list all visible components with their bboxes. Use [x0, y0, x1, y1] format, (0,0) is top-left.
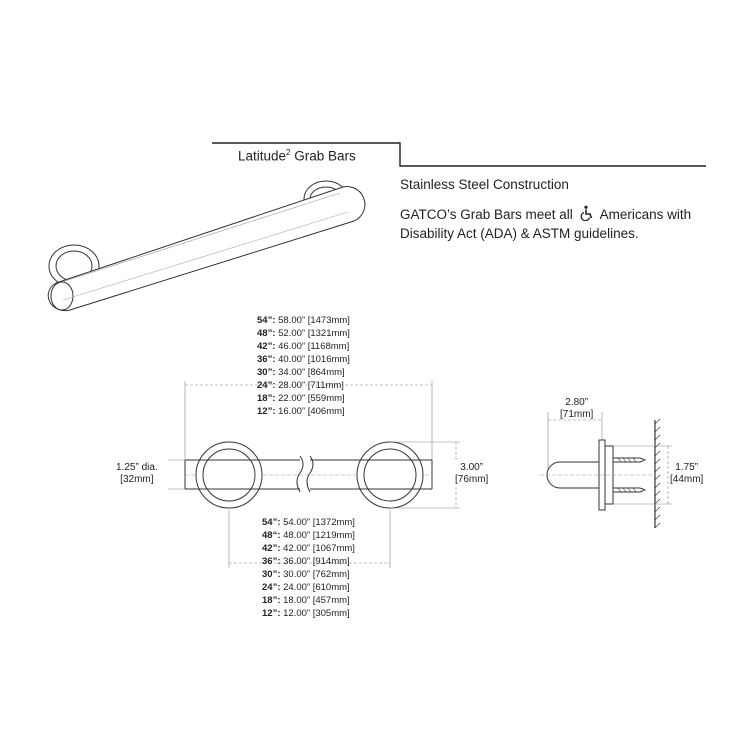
- center-length-list: 54”: 54.00” [1372mm] 48“: 48.00” [1219mm…: [262, 516, 355, 620]
- flange-depth-label: 1.75” [44mm]: [670, 462, 704, 486]
- product-suffix: Grab Bars: [290, 148, 356, 164]
- overall-length-row: 12”: 16.00” [406mm]: [257, 406, 345, 417]
- center-length-row: 48“: 48.00” [1219mm]: [262, 530, 355, 541]
- product-name: Latitude: [238, 148, 287, 164]
- side-view: [540, 412, 672, 529]
- header-rule: [212, 142, 706, 167]
- grab-bar-illustration: [47, 180, 366, 312]
- compliance-description: GATCO’s Grab Bars meet all Americans wit…: [400, 205, 730, 243]
- overall-length-row: 42”: 46.00” [1168mm]: [257, 341, 350, 352]
- overall-length-row: 48”: 52.00” [1321mm]: [257, 328, 350, 339]
- center-length-row: 30”: 30.00” [762mm]: [262, 569, 350, 580]
- flange-diameter-label: 3.00” [76mm]: [455, 462, 489, 486]
- center-length-row: 18”: 18.00” [457mm]: [262, 595, 350, 606]
- overall-length-row: 54”: 58.00” [1473mm]: [257, 315, 350, 326]
- overall-length-row: 30”: 34.00” [864mm]: [257, 367, 345, 378]
- center-length-row: 24”: 24.00” [610mm]: [262, 582, 350, 593]
- center-length-row: 12”: 12.00” [305mm]: [262, 608, 350, 619]
- overall-length-row: 36”: 40.00” [1016mm]: [257, 354, 350, 365]
- construction-heading: Stainless Steel Construction: [400, 177, 569, 192]
- wheelchair-accessibility-icon: [580, 205, 592, 221]
- overall-length-row: 18”: 22.00” [559mm]: [257, 393, 345, 404]
- compliance-text-1: GATCO’s Grab Bars meet all: [400, 207, 573, 222]
- center-length-row: 42”: 42.00” [1067mm]: [262, 543, 355, 554]
- front-view: [168, 381, 460, 568]
- product-title: Latitude2 Grab Bars: [238, 148, 356, 164]
- center-length-row: 54”: 54.00” [1372mm]: [262, 517, 355, 528]
- center-length-row: 36”: 36.00” [914mm]: [262, 556, 350, 567]
- overall-length-list: 54”: 58.00” [1473mm] 48”: 52.00” [1321mm…: [257, 314, 350, 418]
- overall-length-row: 24”: 28.00” [711mm]: [257, 380, 344, 391]
- diameter-label: 1.25” dia. [32mm]: [116, 462, 158, 485]
- projection-label: 2.80” [71mm]: [560, 397, 594, 420]
- compliance-text-2: Americans with Disability Act (ADA) & AS…: [400, 207, 692, 241]
- product-superscript: 2: [286, 148, 291, 157]
